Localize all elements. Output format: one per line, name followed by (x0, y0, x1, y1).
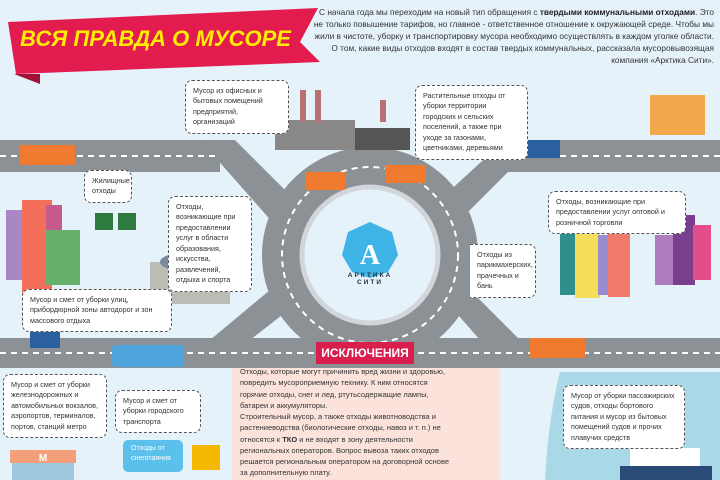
bin-2 (118, 213, 136, 230)
loader (192, 445, 220, 470)
callout-streets: Мусор и смет от уборки улиц, прибордюрно… (22, 289, 172, 333)
bin-1 (95, 213, 113, 230)
callout-stations: Мусор и смет от уборки железнодорожных и… (3, 374, 107, 439)
exceptions-text: Отходы, которые могут причинить вред жиз… (240, 367, 450, 478)
callout-trade: Отходы, возникающие при предоставлении у… (548, 191, 686, 235)
callout-culture: Отходы, возникающие при предоставлении у… (168, 196, 252, 292)
bottom-truck (530, 338, 585, 358)
title-ribbon (8, 8, 320, 74)
intro-text: С начала года мы переходим на новый тип … (313, 7, 714, 66)
dump-truck-2 (385, 165, 425, 183)
dump-truck-1 (305, 172, 345, 190)
house (650, 95, 705, 135)
logo-polygon (342, 222, 398, 278)
callout-salons: Отходы из парикмахерских, прачечных и ба… (470, 244, 536, 298)
callout-ships: Мусор от уборки пассажирских судов, отхо… (563, 385, 685, 450)
ship (630, 448, 700, 470)
tractor (30, 328, 60, 348)
tractor-right (520, 140, 560, 158)
callout-plant: Растительные отходы от уборки территории… (415, 85, 528, 160)
callout-offices: Мусор из офисных и бытовых помещений пре… (185, 80, 289, 134)
sweeper-truck (20, 145, 75, 165)
callout-snow: Отходы от снеготаяния (123, 440, 183, 472)
callout-transport: Мусор и смет от уборки городского трансп… (115, 390, 201, 434)
logo-letter: А (360, 240, 381, 271)
exceptions-title: ИСКЛЮЧЕНИЯ (316, 342, 414, 364)
metro-sign: М (39, 453, 47, 464)
page-title: ВСЯ ПРАВДА О МУСОРЕ (20, 26, 291, 51)
buildings-left (6, 200, 80, 295)
trolleybus (112, 345, 184, 367)
callout-housing: Жилищные отходы (84, 170, 132, 203)
